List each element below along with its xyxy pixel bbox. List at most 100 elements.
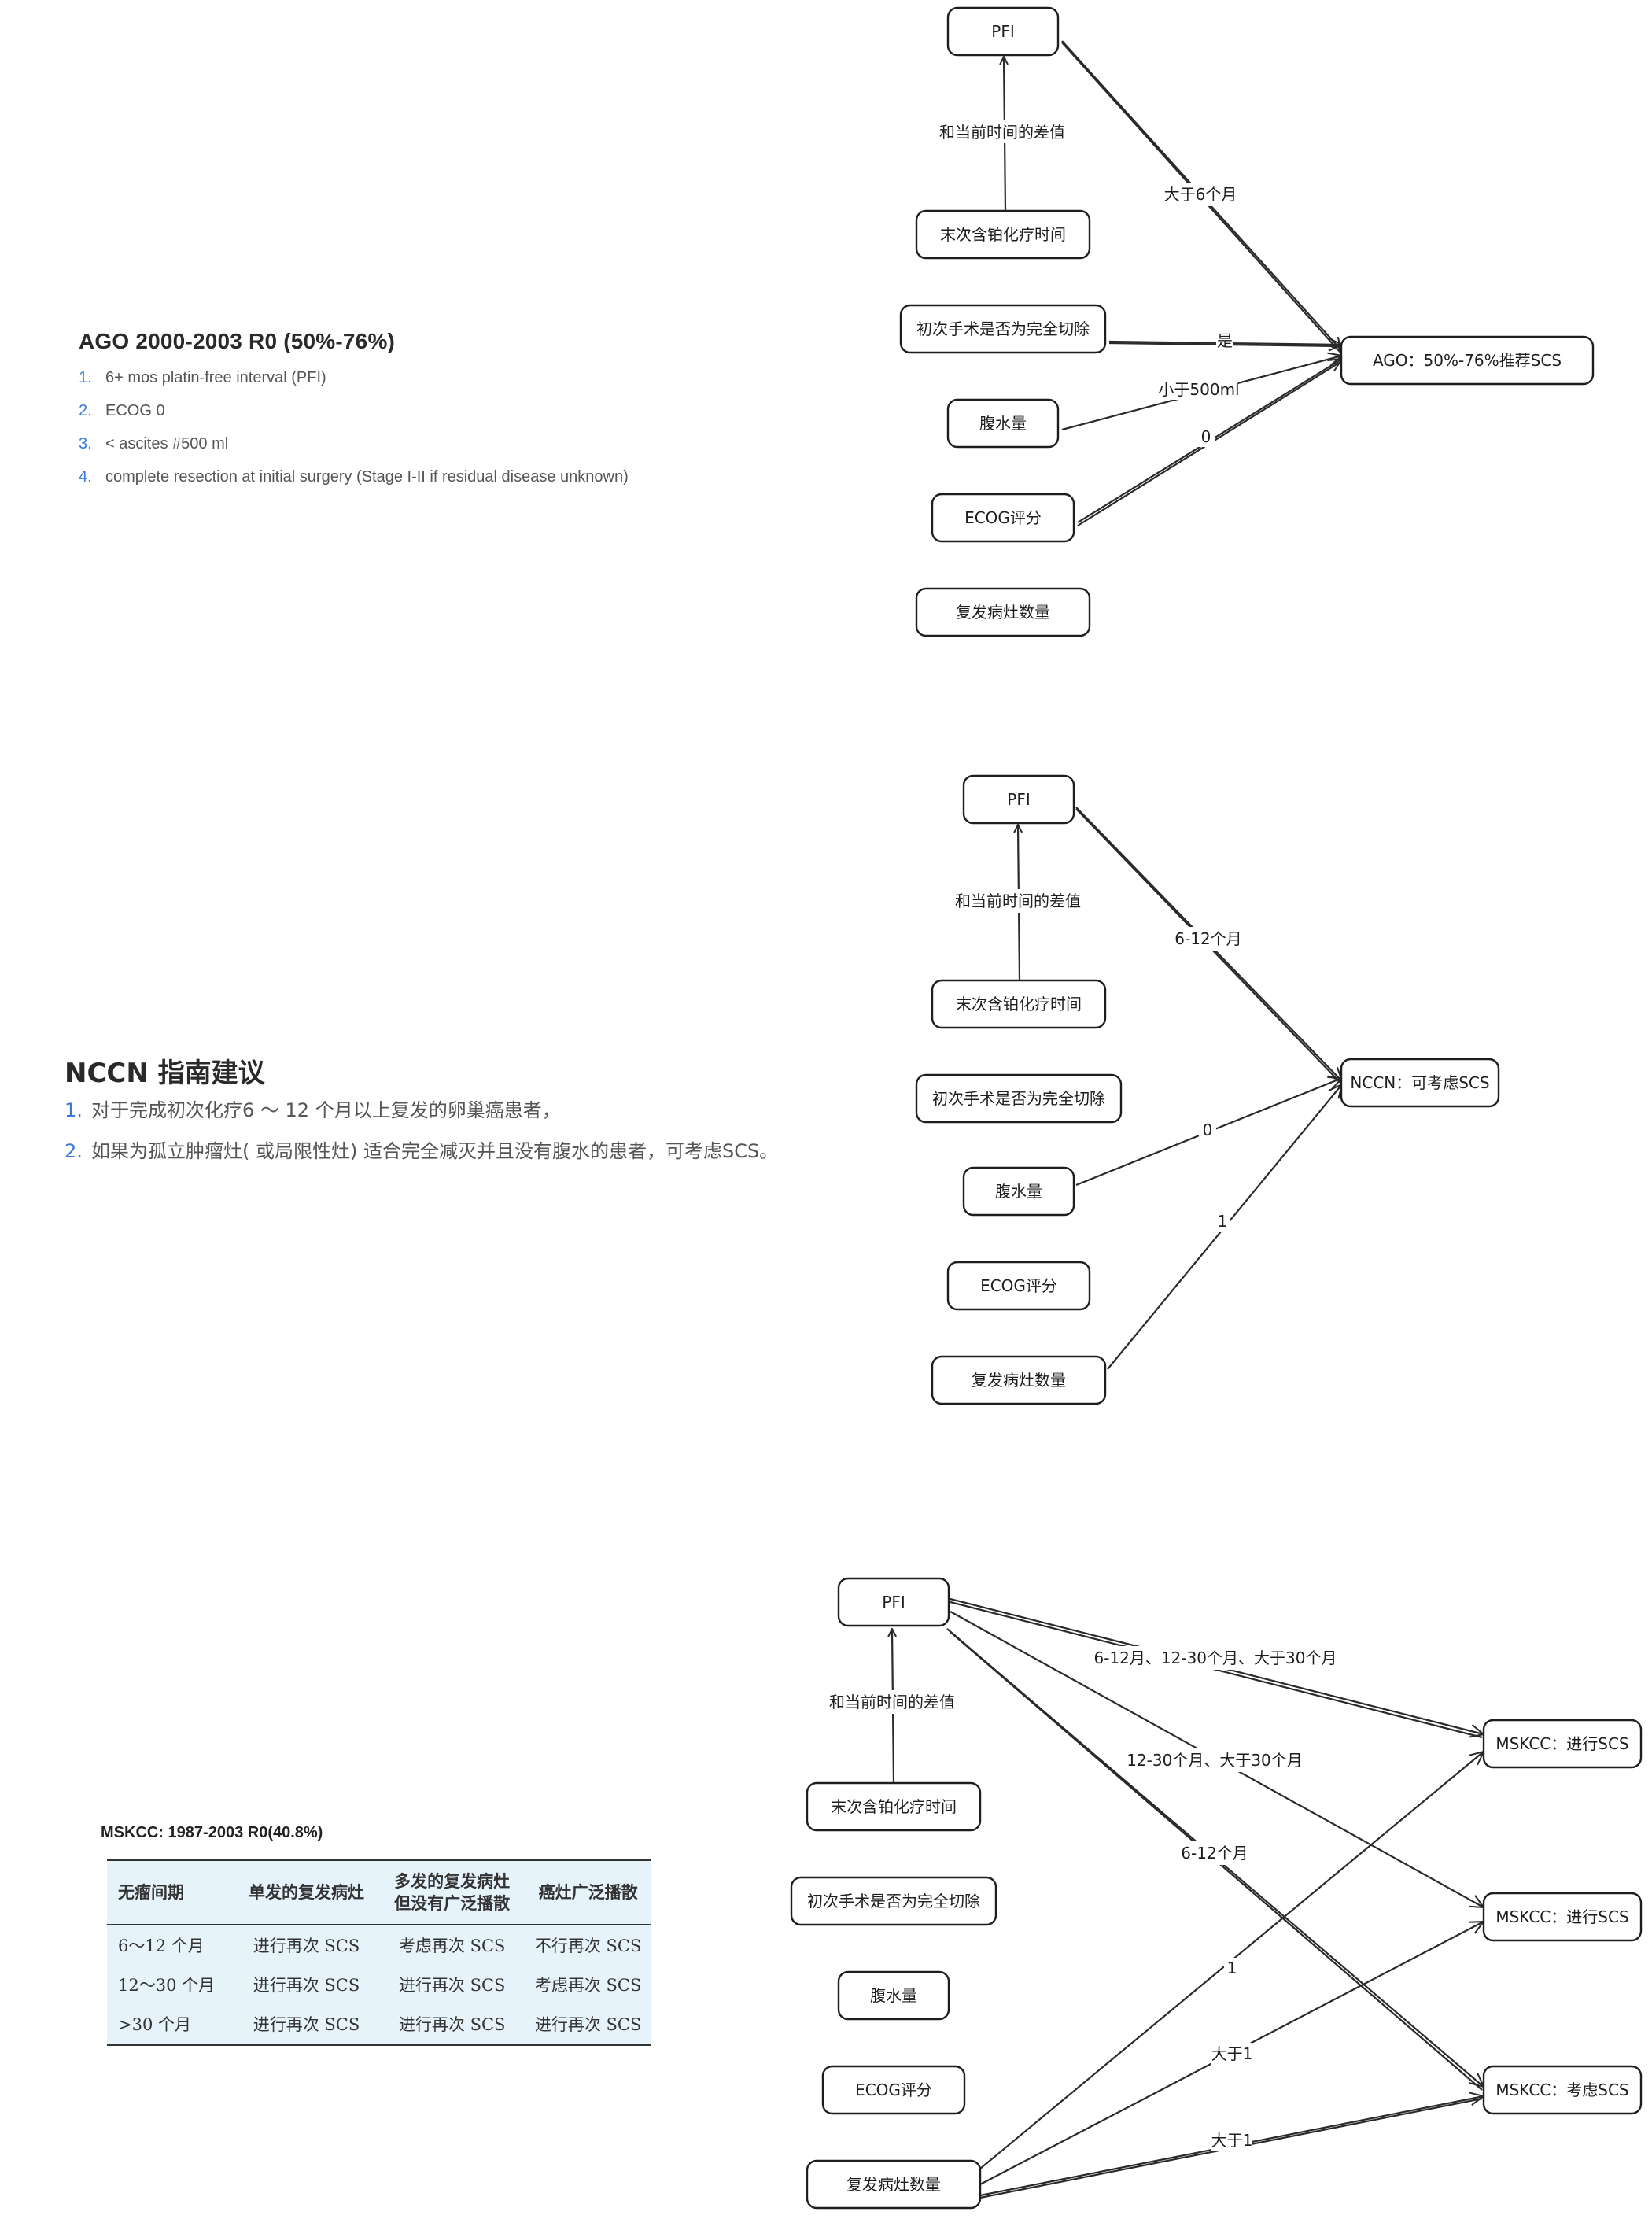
edge-label: 6-12月、12-30个月、大于30个月 [1094,1649,1337,1667]
ago-title: AGO 2000-2003 R0 (50%-76%) [79,329,396,353]
node-label: MSKCC：考虑SCS [1495,2081,1628,2099]
node-initial-surgery [790,1876,997,1926]
list-text: complete resection at initial surgery (S… [105,468,629,486]
node-label: 初次手术是否为完全切除 [916,319,1090,338]
edge-label: 和当前时间的差值 [955,892,1081,910]
table-header-cell: 单发的复发病灶 [233,1859,380,1925]
node-lesions [806,2159,982,2210]
list-item: 1. 6+ mos platin-free interval (PFI) [79,367,629,400]
list-item: 2. 如果为孤立肿瘤灶( 或局限性灶) 适合完全减灭并且没有腹水的患者，可考虑SC… [65,1138,778,1179]
node-result-nccn [1340,1058,1500,1108]
node-label: 初次手术是否为完全切除 [932,1089,1105,1108]
edge-label: 12-30个月、大于30个月 [1127,1751,1303,1770]
node-result-mskcc-1 [1482,1719,1643,1769]
node-label: 腹水量 [870,1986,917,2005]
list-number: 2. [65,1140,83,1162]
table-header-row: 无瘤间期 单发的复发病灶 多发的复发病灶 但没有广泛播散 癌灶广泛播散 [107,1859,651,1925]
node-label: 末次含铂化疗时间 [956,995,1082,1014]
node-label: PFI [1007,790,1030,809]
node-pfi [946,6,1060,57]
node-label: 末次含铂化疗时间 [831,1797,957,1816]
table-cell: 6～12 个月 [118,1937,205,1955]
node-label: MSKCC：进行SCS [1495,1907,1628,1926]
table-cell: 进行再次 SCS [534,2015,642,2034]
node-label: 末次含铂化疗时间 [940,225,1066,244]
node-label: PFI [991,22,1014,41]
table-row: 12～30 个月 进行再次 SCS 进行再次 SCS 考虑再次 SCS [107,1965,651,2004]
node-label: 初次手术是否为完全切除 [807,1892,980,1911]
table-cell: 考虑再次 SCS [534,1976,642,1995]
node-label: PFI [882,1593,905,1612]
table-header-cell: 多发的复发病灶 但没有广泛播散 [379,1859,525,1925]
list-number: 2. [79,402,92,419]
node-label: NCCN：可考虑SCS [1350,1073,1489,1092]
list-item: 4. complete resection at initial surgery … [79,466,629,499]
node-label: 腹水量 [995,1182,1042,1201]
node-label: ECOG评分 [964,508,1042,527]
list-item: 2.ECOG 0 [79,400,629,433]
ago-criteria-list: 1. 6+ mos platin-free interval (PFI) 2.EC… [79,367,629,499]
node-ascites [837,1970,950,2021]
node-result-ago [1340,335,1595,386]
edge-label: 6-12个月 [1181,1844,1248,1863]
node-label: ECOG评分 [855,2081,932,2099]
list-text: 如果为孤立肿瘤灶( 或局限性灶) 适合完全减灭并且没有腹水的患者，可考虑SCS。 [91,1140,779,1162]
table-cell: 进行再次 SCS [253,1937,360,1955]
nccn-title: NCCN 指南建议 [65,1058,265,1089]
node-label: 复发病灶数量 [956,603,1050,622]
node-result-mskcc-2 [1482,1892,1643,1942]
list-item: 1.对于完成初次化疗6 ～ 12 个月以上复发的卵巢癌患者， [65,1097,778,1138]
mskcc-table: 无瘤间期 单发的复发病灶 多发的复发病灶 但没有广泛播散 癌灶广泛播散 6～12… [107,1859,651,2046]
edge-label: 小于500ml [1158,380,1239,399]
table-header-cell: 无瘤间期 [107,1859,234,1925]
table-cell: 12～30 个月 [118,1976,216,1995]
nccn-criteria-list: 1.对于完成初次化疗6 ～ 12 个月以上复发的卵巢癌患者， 2. 如果为孤立肿瘤… [65,1097,778,1179]
node-ecog [821,2065,966,2115]
table-cell: 进行再次 SCS [398,1976,506,1995]
table-cell: 进行再次 SCS [253,1976,360,1995]
list-text: 对于完成初次化疗6 ～ 12 个月以上复发的卵巢癌患者， [91,1099,561,1121]
node-label: ECOG评分 [980,1276,1057,1295]
edge-label: 大于1 [1211,2131,1253,2150]
node-label: 复发病灶数量 [972,1371,1066,1390]
node-label: MSKCC：进行SCS [1495,1734,1628,1753]
node-ascites [946,398,1060,449]
table-cell: 不行再次 SCS [534,1937,642,1955]
node-last-chemo [931,979,1107,1029]
node-label: AGO：50%-76%推荐SCS [1373,351,1562,370]
edge-label: 和当前时间的差值 [939,123,1065,142]
edge-label: 大于6个月 [1164,185,1237,204]
edge-label: 和当前时间的差值 [829,1693,955,1711]
diagram-ago: 和当前时间的差值 大于6个月 是 小于500ml 0 PFI 末次含铂化疗时间 … [899,6,1595,637]
edge-label: 0 [1201,427,1211,446]
edge-label: 大于1 [1211,2044,1253,2063]
edge-label: 0 [1203,1121,1213,1139]
node-last-chemo [915,209,1091,260]
node-ecog [931,493,1075,543]
node-ecog [946,1261,1091,1311]
list-text: < ascites #500 ml [105,435,229,452]
table-row: 6～12 个月 进行再次 SCS 考虑再次 SCS 不行再次 SCS [107,1925,651,1965]
list-text: 6+ mos platin-free interval (PFI) [105,369,326,386]
node-last-chemo [806,1781,982,1832]
diagram-mskcc: 和当前时间的差值 6-12月、12-30个月、大于30个月 12-30个月、大于… [790,1577,1643,2210]
node-initial-surgery [915,1073,1123,1124]
edge-label: 6-12个月 [1174,929,1241,948]
list-number: 4. [79,468,92,486]
table-cell: 考虑再次 SCS [398,1937,506,1955]
node-ascites [962,1166,1075,1217]
node-lesions [915,587,1091,637]
list-number: 3. [79,435,92,452]
table-cell: >30 个月 [118,2015,191,2034]
edge-label: 1 [1227,1959,1237,1977]
node-lesions [931,1355,1107,1405]
node-label: 腹水量 [979,414,1027,433]
node-initial-surgery [899,304,1107,354]
node-label: 复发病灶数量 [846,2175,941,2194]
diagram-nccn: 和当前时间的差值 6-12个月 0 1 PFI 末次含铂化疗时间 初次手术是否为… [915,774,1500,1405]
table-row: >30 个月 进行再次 SCS 进行再次 SCS 进行再次 SCS [107,2004,651,2045]
node-pfi [837,1577,950,1627]
edge-label: 1 [1218,1212,1228,1231]
list-number: 1. [79,369,92,386]
